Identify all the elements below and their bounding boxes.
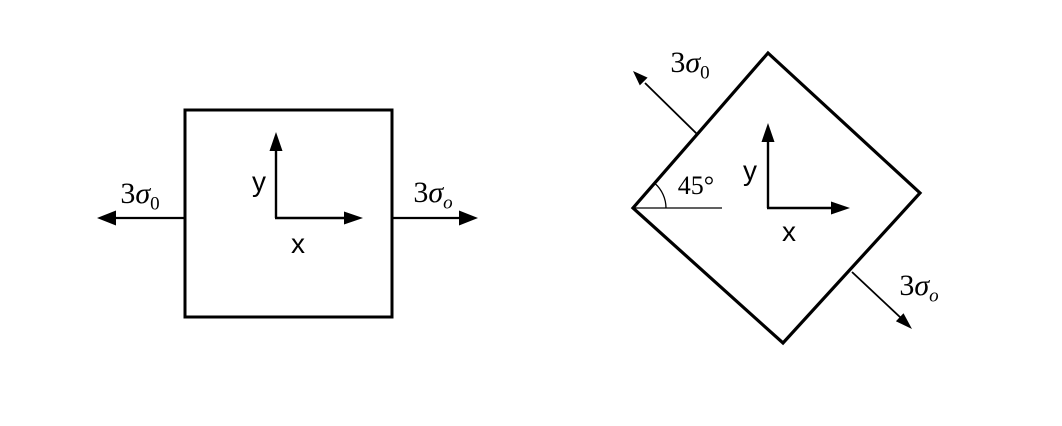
right-load-label: 3σo (413, 176, 452, 213)
left-load-arrowhead-icon (97, 210, 116, 226)
square-element (183, 108, 394, 319)
sigma-symbol: σ (428, 176, 444, 209)
angle-label: 45° (677, 171, 715, 200)
load-subscript: o (929, 285, 939, 307)
sigma-symbol: σ (914, 269, 930, 302)
load-subscript: 0 (700, 62, 710, 84)
load-coefficient: 3 (899, 269, 915, 302)
x-axis-arrowhead-icon (344, 211, 363, 225)
load-coefficient: 3 (670, 46, 686, 79)
y-axis-label: y (743, 155, 757, 186)
upper-left-load-arrow-shaft (644, 82, 698, 135)
rotated-square-element (630, 50, 923, 346)
angle-arc (654, 183, 667, 209)
right-figure (630, 50, 923, 346)
lower-right-load-label: 3σo (899, 269, 938, 306)
right-load-arrowhead-icon (459, 210, 478, 226)
left-load-label: 3σ0 (120, 177, 159, 214)
x-axis-arrowhead-icon (831, 201, 850, 215)
lower-right-load-arrowhead-icon (895, 313, 912, 329)
x-axis-label: x (782, 216, 796, 247)
load-coefficient: 3 (413, 176, 429, 209)
load-subscript: 0 (150, 193, 160, 215)
sigma-symbol: σ (135, 177, 151, 210)
load-coefficient: 3 (120, 177, 136, 210)
upper-left-load-label: 3σ0 (670, 46, 709, 83)
y-axis-arrowhead-icon (269, 132, 283, 151)
sigma-symbol: σ (685, 46, 701, 79)
lower-right-load-arrow-shaft (851, 271, 902, 319)
upper-left-load-arrowhead-icon (633, 71, 648, 86)
y-axis-label: y (252, 166, 266, 197)
x-axis-label: x (291, 228, 305, 259)
y-axis-arrowhead-icon (761, 123, 775, 142)
load-subscript: o (443, 192, 453, 214)
left-figure (97, 108, 478, 319)
